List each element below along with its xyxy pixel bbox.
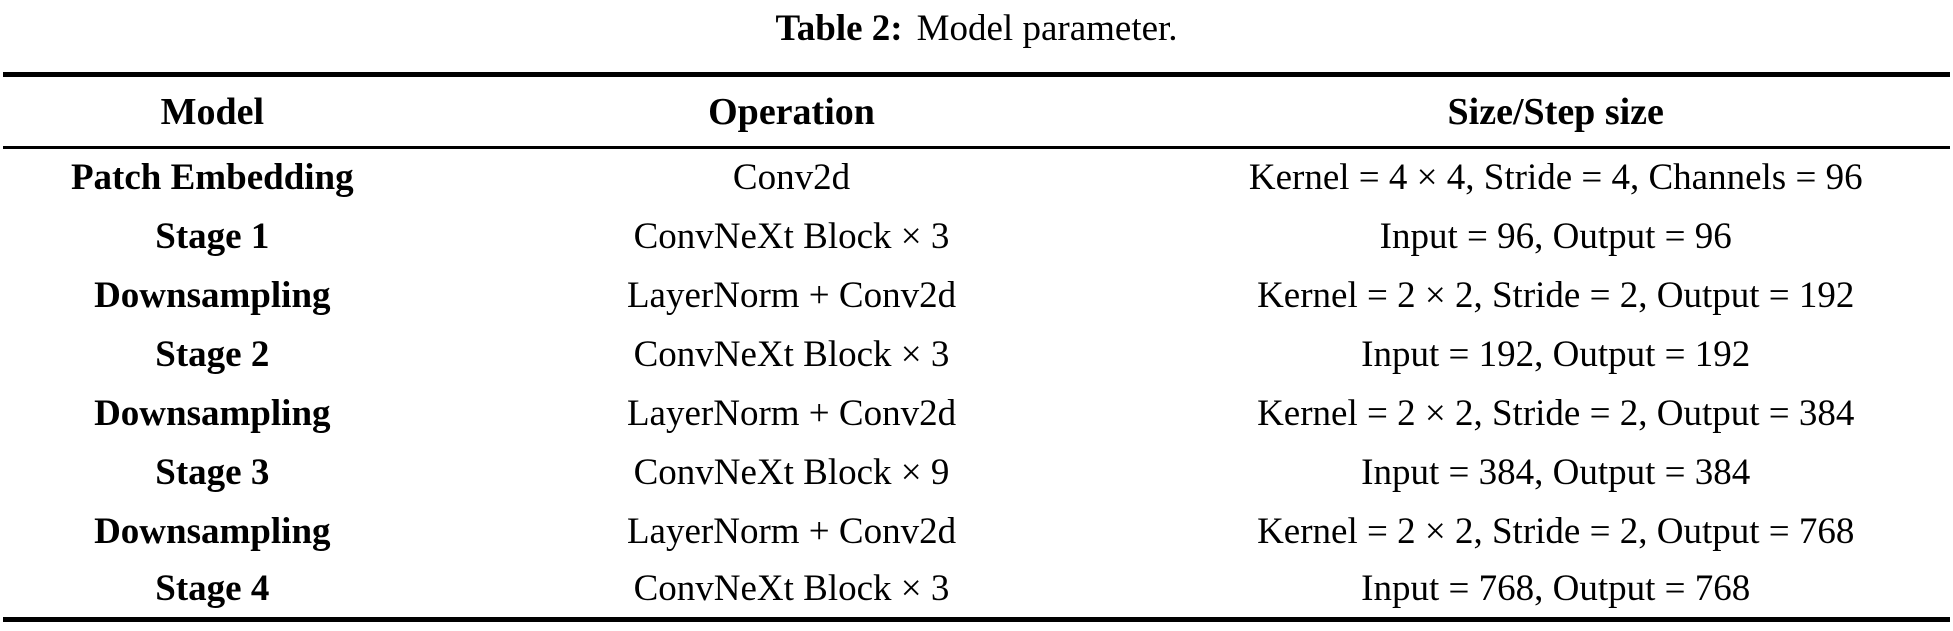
cell-size: Kernel = 4 × 4, Stride = 4, Channels = 9… — [1248, 157, 1863, 199]
cell-size: Kernel = 2 × 2, Stride = 2, Output = 768 — [1257, 510, 1855, 552]
column-header-operation: Operation — [421, 74, 1162, 149]
cell-model: Patch Embedding — [70, 157, 354, 199]
cell-operation: LayerNorm + Conv2d — [626, 510, 957, 552]
cell-size: Input = 96, Output = 96 — [1379, 215, 1732, 257]
cell-operation: LayerNorm + Conv2d — [626, 274, 957, 316]
cell-operation: ConvNeXt Block × 3 — [633, 333, 950, 375]
cell-model: Downsampling — [94, 274, 331, 316]
table-caption-label: Table 2: — [775, 8, 903, 49]
cell-operation: ConvNeXt Block × 3 — [633, 568, 950, 610]
cell-operation: ConvNeXt Block × 3 — [633, 215, 950, 257]
cell-size: Input = 384, Output = 384 — [1361, 451, 1751, 493]
cell-model: Stage 1 — [155, 215, 270, 257]
table-caption: Table 2: Model parameter. — [0, 0, 1953, 72]
cell-size: Kernel = 2 × 2, Stride = 2, Output = 192 — [1257, 274, 1855, 316]
model-parameter-table: Model Operation Size/Step size Patch Emb… — [3, 72, 1950, 622]
cell-model: Downsampling — [94, 510, 331, 552]
cell-size: Input = 192, Output = 192 — [1361, 333, 1751, 375]
cell-operation: ConvNeXt Block × 9 — [633, 451, 950, 493]
table-row: Downsampling LayerNorm + Conv2d Kernel =… — [3, 502, 1950, 561]
table-row: Stage 4 ConvNeXt Block × 3 Input = 768, … — [3, 561, 1950, 620]
table-caption-text: Model parameter. — [916, 8, 1178, 49]
column-header-size: Size/Step size — [1161, 74, 1950, 149]
table-row: Stage 1 ConvNeXt Block × 3 Input = 96, O… — [3, 207, 1950, 266]
cell-model: Stage 2 — [155, 333, 270, 375]
cell-size: Kernel = 2 × 2, Stride = 2, Output = 384 — [1257, 392, 1855, 434]
cell-model: Stage 3 — [155, 451, 270, 493]
cell-size: Input = 768, Output = 768 — [1361, 568, 1751, 610]
header-row: Model Operation Size/Step size — [3, 74, 1950, 149]
table-row: Downsampling LayerNorm + Conv2d Kernel =… — [3, 384, 1950, 443]
cell-model: Stage 4 — [155, 568, 270, 610]
cell-model: Downsampling — [94, 392, 331, 434]
cell-operation: LayerNorm + Conv2d — [626, 392, 957, 434]
table-row: Patch Embedding Conv2d Kernel = 4 × 4, S… — [3, 148, 1950, 207]
cell-operation: Conv2d — [732, 157, 851, 199]
table-row: Stage 2 ConvNeXt Block × 3 Input = 192, … — [3, 325, 1950, 384]
column-header-model: Model — [3, 74, 422, 149]
table-row: Stage 3 ConvNeXt Block × 9 Input = 384, … — [3, 443, 1950, 502]
table-row: Downsampling LayerNorm + Conv2d Kernel =… — [3, 266, 1950, 325]
